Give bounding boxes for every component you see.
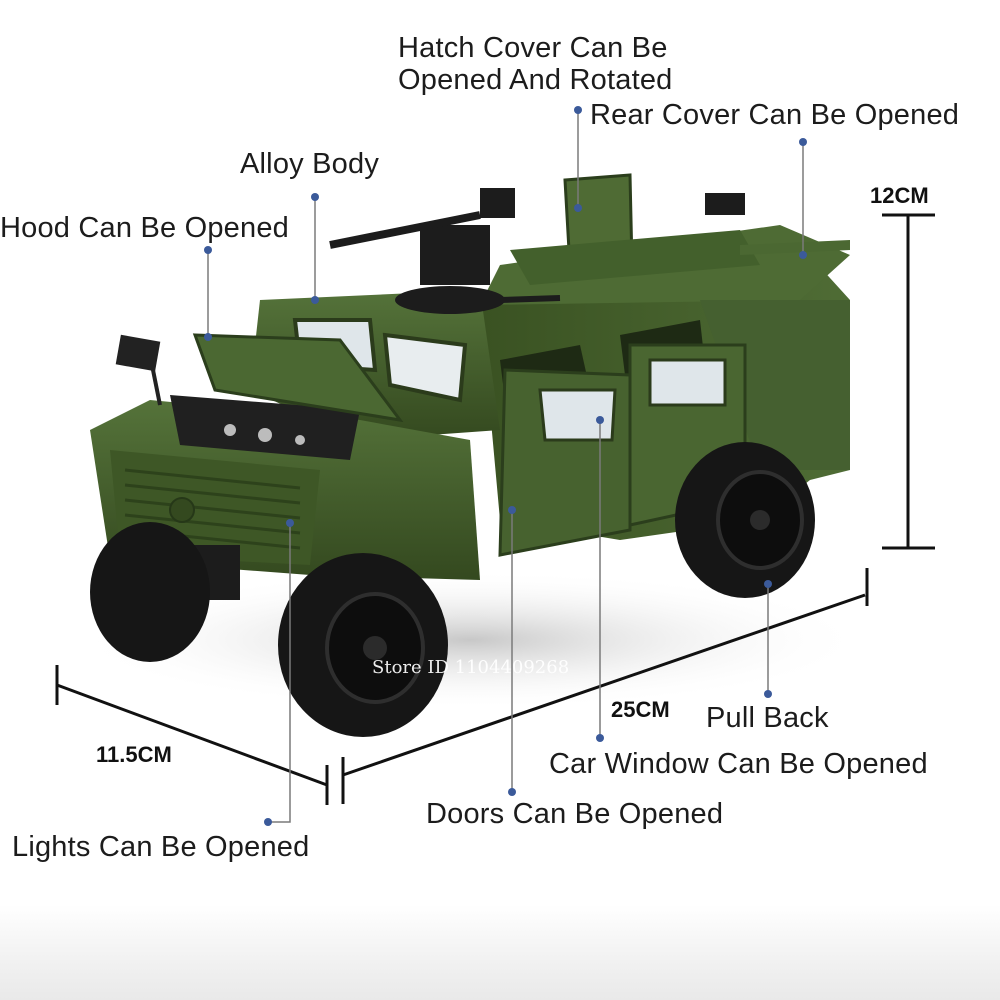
front-right-wheel xyxy=(90,522,210,662)
rear-wheel xyxy=(675,442,815,598)
ground-shadow xyxy=(70,570,870,710)
hatch-label-line1: Hatch Cover Can Be xyxy=(398,32,668,64)
store-watermark: Store ID 1104409268 xyxy=(372,657,570,678)
length-dimension: 25CM xyxy=(611,697,670,722)
floor-shadow xyxy=(0,905,1000,1000)
side-mirror xyxy=(115,334,162,406)
pull-back-label: Pull Back xyxy=(706,702,829,734)
dimension-lines xyxy=(55,213,935,805)
open-door xyxy=(498,368,632,557)
hatch-label-line2: Opened And Rotated xyxy=(398,64,673,96)
leader-lines xyxy=(207,110,804,823)
hood-label: Hood Can Be Opened xyxy=(0,212,289,244)
front-left-wheel xyxy=(278,553,448,737)
hatch-cover xyxy=(510,173,760,285)
doors-label: Doors Can Be Opened xyxy=(426,798,724,830)
lights-label: Lights Can Be Opened xyxy=(12,831,310,863)
leader-dots xyxy=(204,106,807,826)
roof-box xyxy=(705,193,745,215)
car-window-label: Car Window Can Be Opened xyxy=(549,748,928,780)
width-dimension: 11.5CM xyxy=(96,742,172,767)
rear-cover-label: Rear Cover Can Be Opened xyxy=(590,99,960,131)
rear-cover xyxy=(740,240,850,255)
roof-gun xyxy=(329,188,561,314)
height-dimension: 12CM xyxy=(870,183,929,208)
alloy-body-label: Alloy Body xyxy=(240,148,380,180)
